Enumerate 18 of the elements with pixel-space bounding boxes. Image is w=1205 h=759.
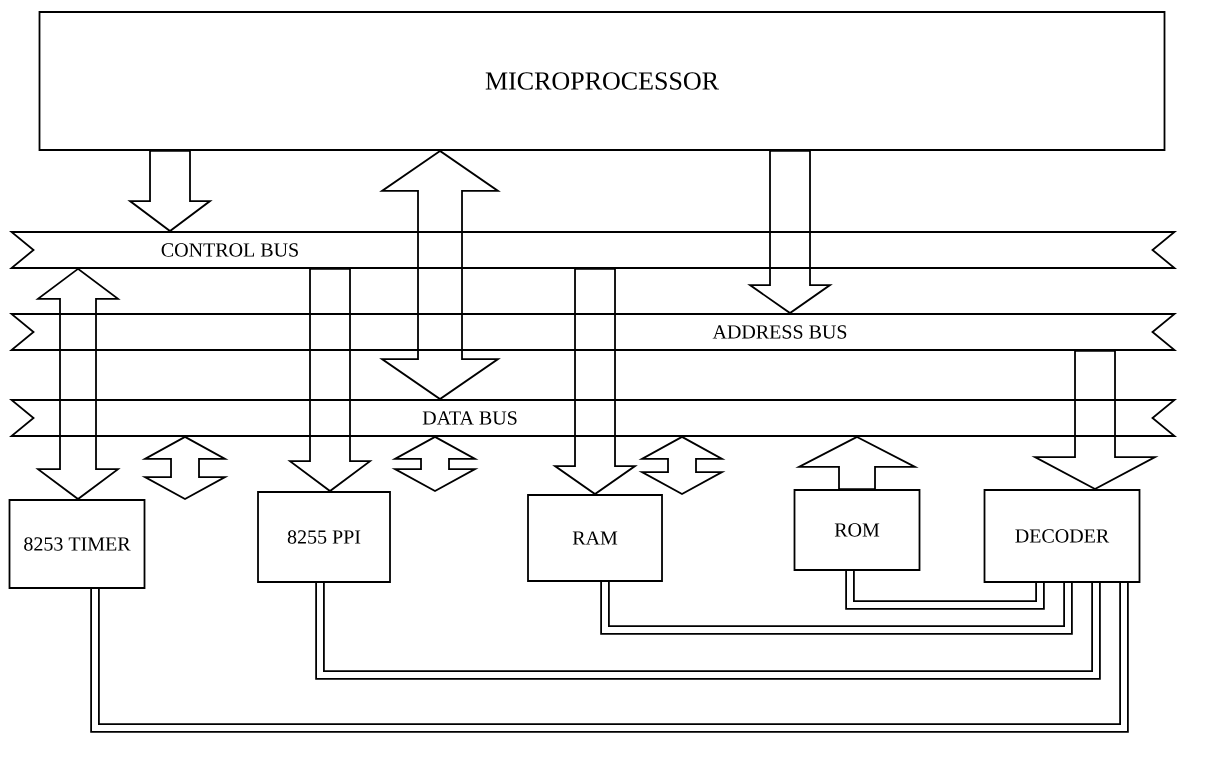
block-arrow [287,268,373,493]
wire [315,582,1101,680]
block-box: 8255 PPI [257,491,391,583]
bus-band: DATA BUS [9,399,1178,437]
block-arrow [552,268,638,496]
block-box: MICROPROCESSOR [38,11,1166,151]
block-box: ROM [793,489,921,571]
bus-band: ADDRESS BUS [9,313,1178,351]
wire [845,570,1045,610]
wire [90,582,1129,733]
block-box: DECODER [983,489,1141,583]
block-arrow [1031,350,1159,491]
block-box: 8253 TIMER [8,499,146,589]
block-box: RAM [527,494,663,582]
bus-band: CONTROL BUS [9,231,1178,269]
block-arrow [747,150,833,315]
wire [600,581,1073,635]
block-arrow [127,150,213,233]
